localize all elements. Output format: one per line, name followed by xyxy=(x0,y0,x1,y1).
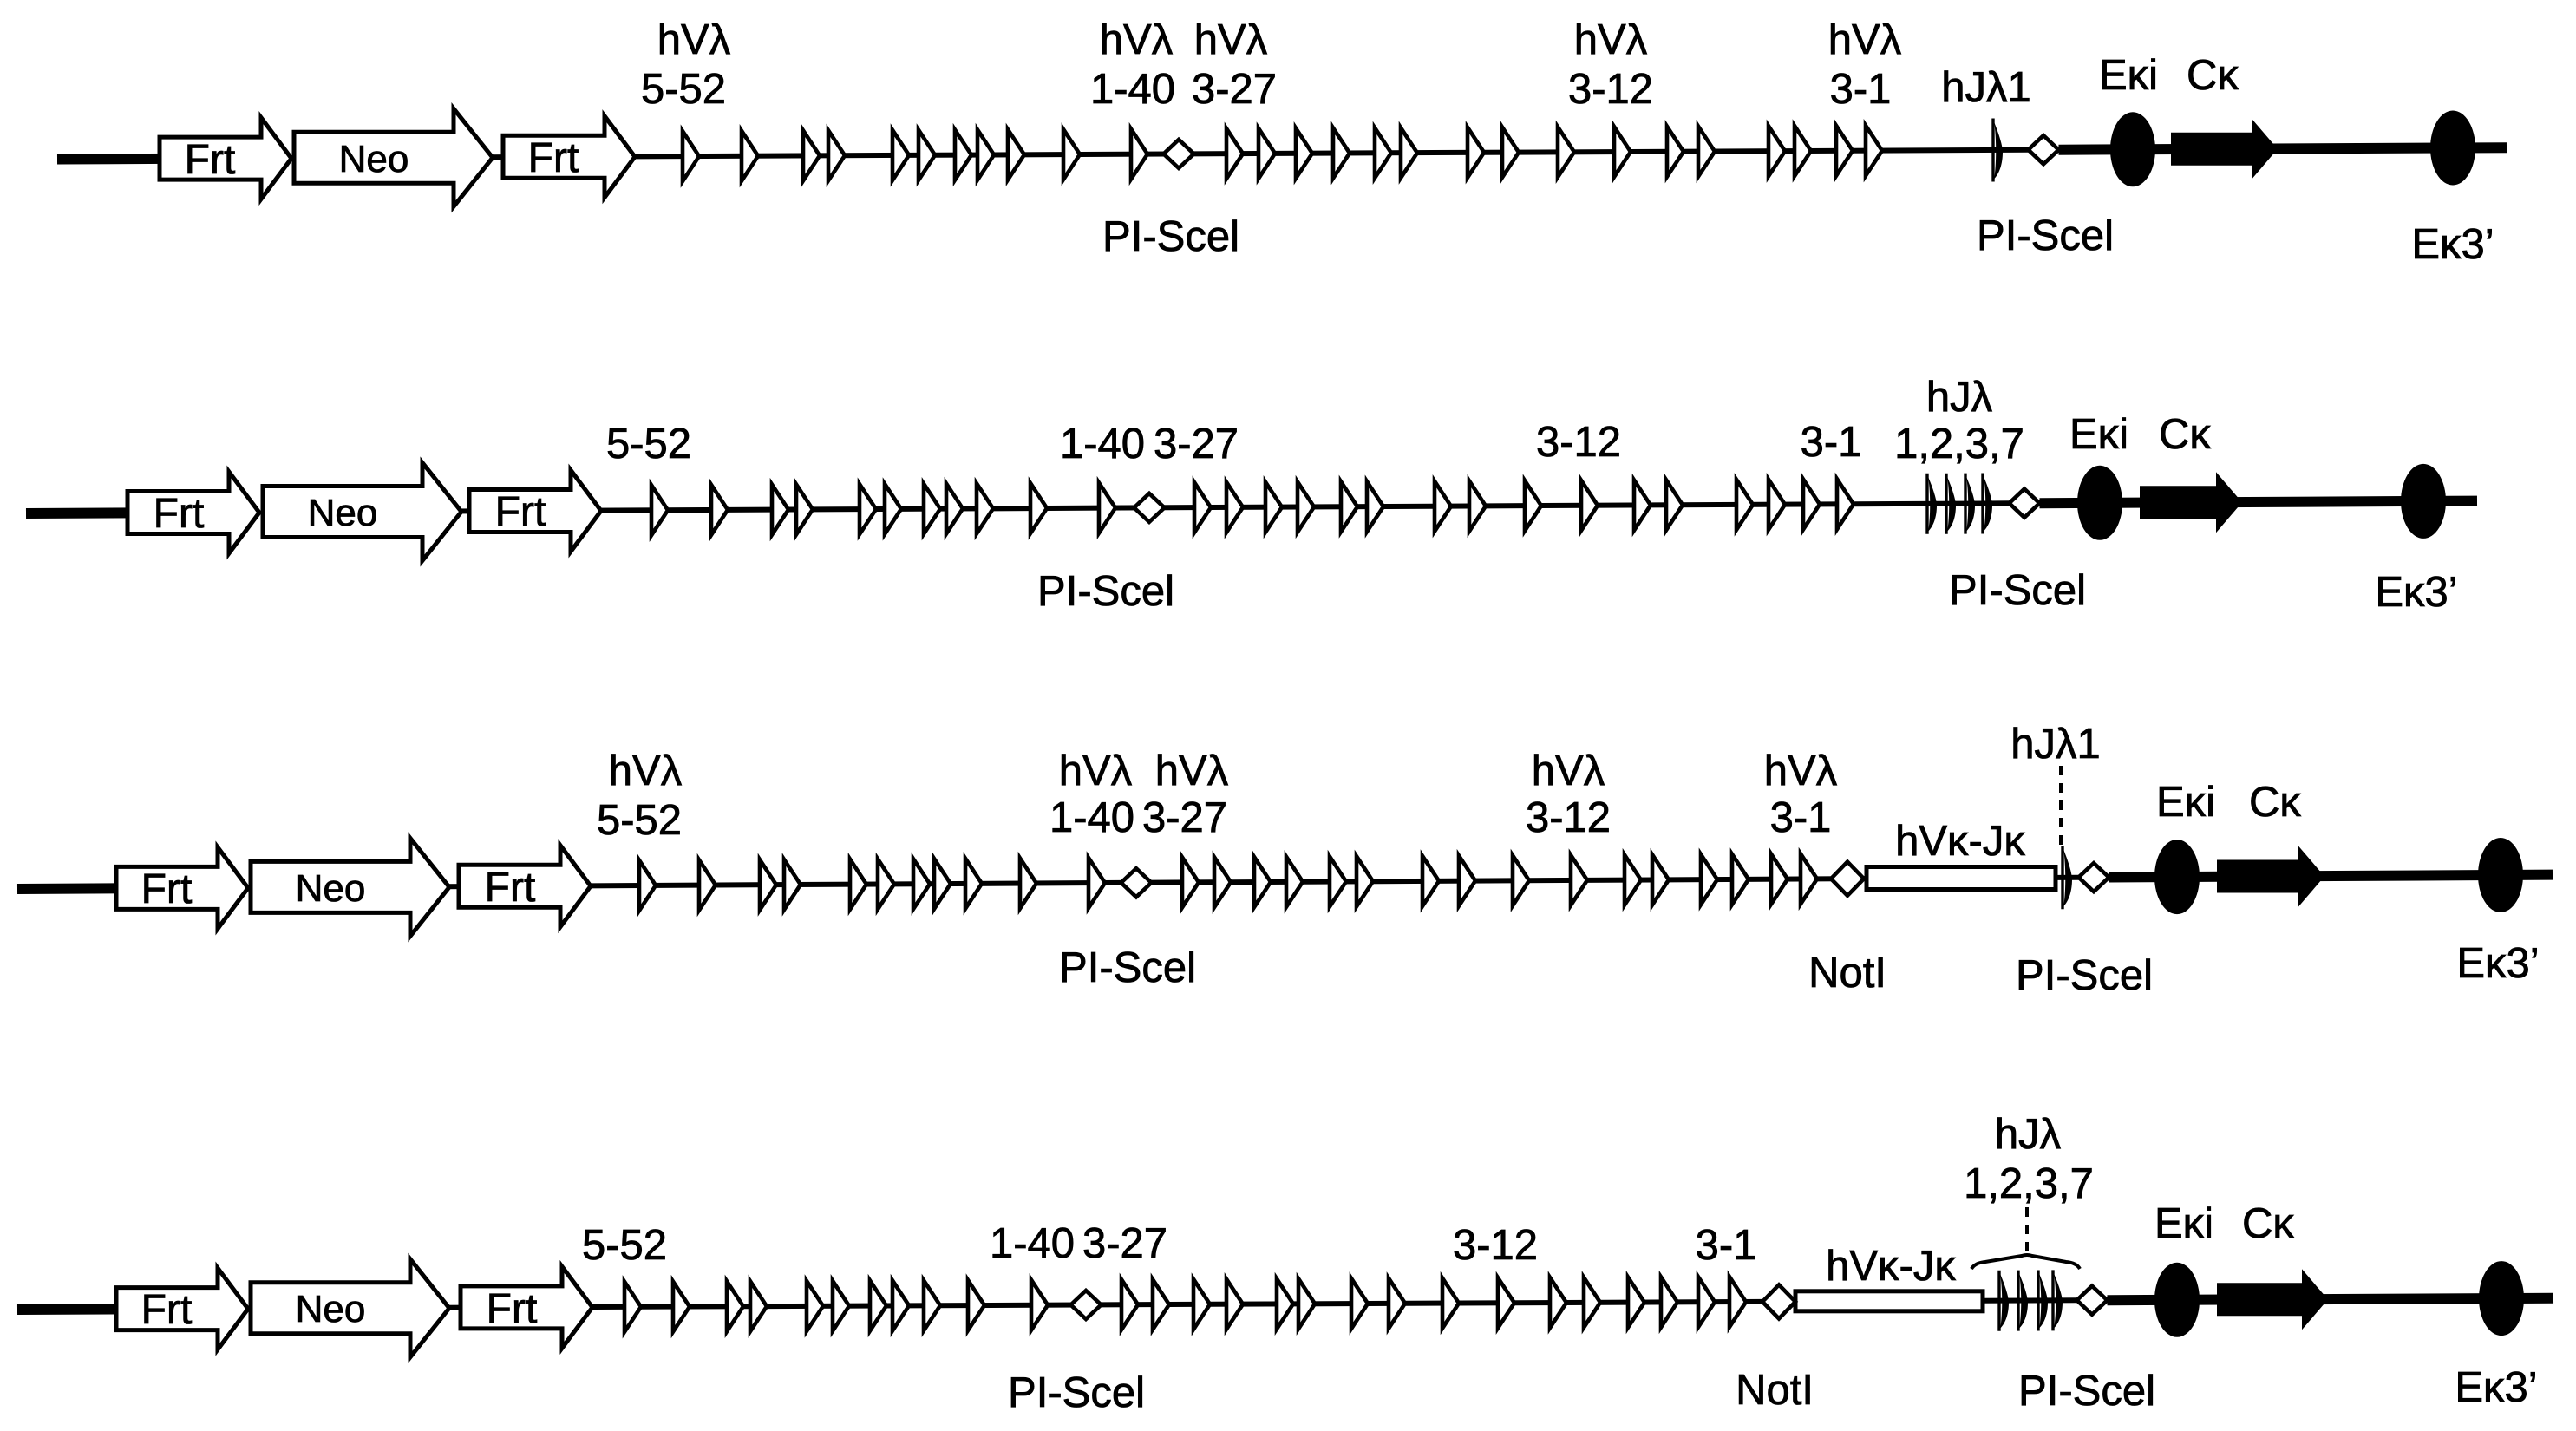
svg-text:Neo: Neo xyxy=(296,1288,366,1330)
svg-text:hVλ: hVλ xyxy=(1532,748,1605,794)
svg-text:PI-Scel: PI-Scel xyxy=(1059,944,1196,991)
svg-text:Frt: Frt xyxy=(485,865,536,911)
svg-text:Frt: Frt xyxy=(141,1287,193,1333)
svg-text:hVλ: hVλ xyxy=(1828,16,1902,63)
svg-text:PI-Scel: PI-Scel xyxy=(2018,1368,2155,1415)
svg-text:hJλ: hJλ xyxy=(1995,1111,2062,1158)
svg-text:Frt: Frt xyxy=(185,137,236,183)
svg-text:Neo: Neo xyxy=(296,867,366,910)
svg-text:3-12: 3-12 xyxy=(1526,794,1611,841)
svg-text:Frt: Frt xyxy=(154,491,205,537)
svg-text:1-40: 1-40 xyxy=(1090,66,1175,113)
svg-text:Eκi: Eκi xyxy=(2154,1200,2213,1247)
svg-text:hVλ: hVλ xyxy=(1194,16,1268,63)
svg-text:3-1: 3-1 xyxy=(1770,794,1832,841)
svg-text:Eκi: Eκi xyxy=(2099,52,2158,99)
svg-text:hVλ: hVλ xyxy=(657,16,731,63)
svg-text:hVλ: hVλ xyxy=(1059,748,1133,794)
svg-text:5-52: 5-52 xyxy=(582,1222,667,1269)
svg-text:3-27: 3-27 xyxy=(1142,794,1227,841)
svg-text:5-52: 5-52 xyxy=(606,421,691,467)
svg-text:3-12: 3-12 xyxy=(1453,1222,1538,1269)
svg-text:1-40: 1-40 xyxy=(990,1220,1075,1267)
svg-text:hVλ: hVλ xyxy=(609,748,683,794)
svg-text:hVλ: hVλ xyxy=(1100,16,1174,63)
svg-text:hVλ: hVλ xyxy=(1155,748,1229,794)
svg-text:NotI: NotI xyxy=(1808,950,1886,996)
svg-text:PI-Scel: PI-Scel xyxy=(2016,952,2153,999)
svg-text:1-40: 1-40 xyxy=(1049,794,1134,841)
svg-text:Eκi: Eκi xyxy=(2069,411,2128,458)
svg-text:hJλ: hJλ xyxy=(1926,374,1993,421)
svg-text:5-52: 5-52 xyxy=(597,797,682,844)
svg-text:Cκ: Cκ xyxy=(2187,52,2239,99)
svg-text:hVλ: hVλ xyxy=(1574,16,1648,63)
svg-text:3-27: 3-27 xyxy=(1082,1220,1167,1267)
svg-text:1,2,3,7: 1,2,3,7 xyxy=(1964,1160,2094,1207)
svg-text:Eκ3’: Eκ3’ xyxy=(2456,940,2539,987)
svg-text:Cκ: Cκ xyxy=(2159,411,2211,458)
svg-text:PI-Scel: PI-Scel xyxy=(1977,212,2114,259)
svg-text:hJλ1: hJλ1 xyxy=(1941,64,2031,111)
svg-text:3-27: 3-27 xyxy=(1154,421,1239,467)
svg-text:hJλ1: hJλ1 xyxy=(2010,721,2101,768)
svg-text:Neo: Neo xyxy=(308,492,378,534)
svg-text:hVκ-Jκ: hVκ-Jκ xyxy=(1826,1243,1956,1290)
svg-text:PI-Scel: PI-Scel xyxy=(1102,213,1239,260)
svg-text:Neo: Neo xyxy=(339,138,409,180)
svg-text:Eκi: Eκi xyxy=(2156,779,2215,826)
svg-text:hVλ: hVλ xyxy=(1764,748,1838,794)
svg-text:3-12: 3-12 xyxy=(1536,419,1621,466)
svg-text:Cκ: Cκ xyxy=(2249,779,2301,826)
svg-text:PI-Scel: PI-Scel xyxy=(1008,1369,1145,1416)
svg-text:1-40: 1-40 xyxy=(1060,421,1145,467)
svg-text:5-52: 5-52 xyxy=(641,66,726,113)
svg-text:3-1: 3-1 xyxy=(1830,66,1892,113)
svg-text:Eκ3’: Eκ3’ xyxy=(2455,1364,2537,1411)
svg-text:Eκ3’: Eκ3’ xyxy=(2375,569,2457,616)
svg-text:3-1: 3-1 xyxy=(1801,419,1862,466)
svg-text:1,2,3,7: 1,2,3,7 xyxy=(1894,421,2024,467)
svg-text:Frt: Frt xyxy=(141,866,193,912)
svg-text:NotI: NotI xyxy=(1736,1367,1814,1414)
svg-text:Frt: Frt xyxy=(495,489,546,535)
svg-text:Cκ: Cκ xyxy=(2242,1200,2294,1247)
svg-text:Frt: Frt xyxy=(528,135,579,181)
svg-text:3-27: 3-27 xyxy=(1192,66,1277,113)
svg-text:3-1: 3-1 xyxy=(1696,1222,1757,1269)
svg-text:PI-Scel: PI-Scel xyxy=(1037,568,1174,615)
svg-text:3-12: 3-12 xyxy=(1568,66,1653,113)
svg-text:Eκ3’: Eκ3’ xyxy=(2411,221,2494,268)
svg-text:Frt: Frt xyxy=(487,1286,538,1332)
svg-text:PI-Scel: PI-Scel xyxy=(1949,567,2086,614)
svg-text:hVκ-Jκ: hVκ-Jκ xyxy=(1895,818,2025,865)
